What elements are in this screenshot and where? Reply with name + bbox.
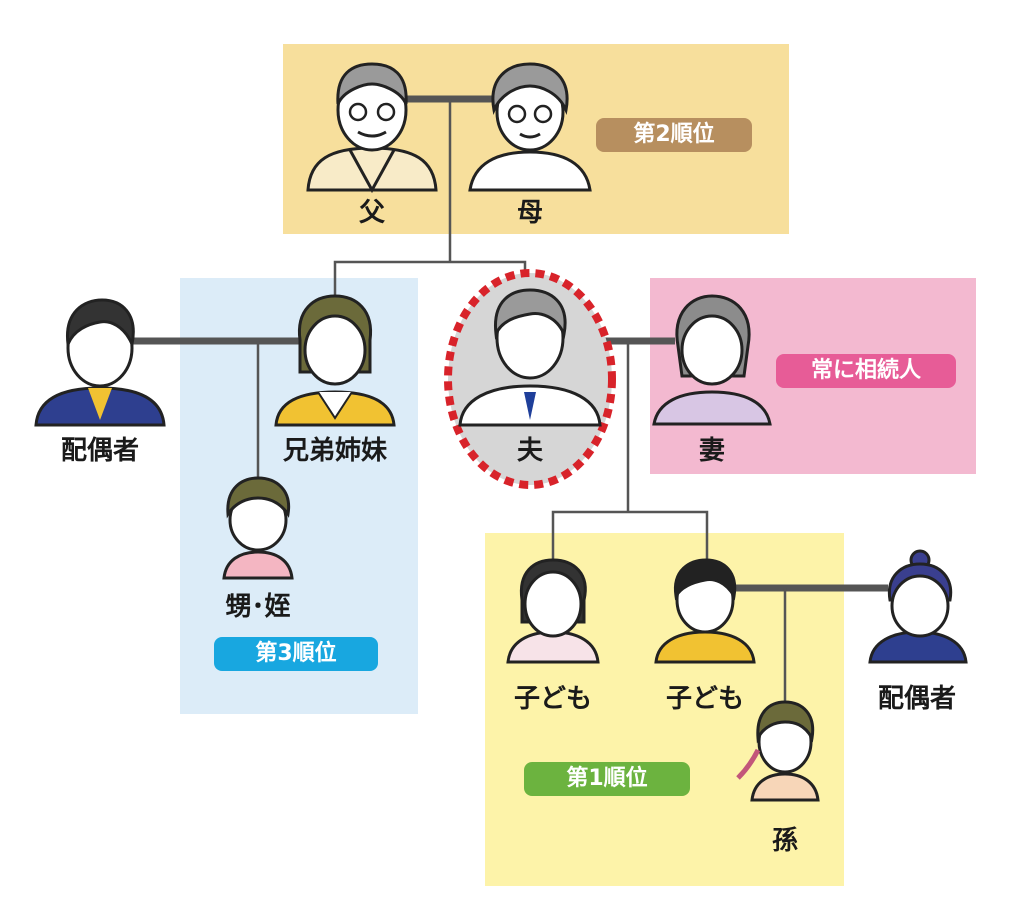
nephew-niece-icon [222,476,294,580]
family-lines [130,95,888,718]
rank2-badge: 第2順位 [596,118,752,152]
child2-icon [654,558,756,664]
wife-icon [652,294,772,426]
nephew-niece-label: 甥･姪 [225,592,291,622]
child-spouse-icon [868,549,968,664]
sibling-spouse-icon [34,298,166,427]
husband-label: 夫 [516,436,543,466]
sibling-spouse-label: 配偶者 [60,436,139,466]
siblings-label: 兄弟姉妹 [282,436,387,466]
father-label: 父 [358,198,385,228]
grandchild-icon [736,700,820,802]
rank3-badge: 第3順位 [214,637,378,671]
child1-label: 子ども [513,684,592,714]
mother-label: 母 [516,198,543,228]
child-spouse-label: 配偶者 [877,684,956,714]
siblings-icon [274,294,396,427]
spouse-badge: 常に相続人 [776,354,956,388]
wife-label: 妻 [698,436,725,466]
father-icon [306,62,438,194]
husband-icon [458,288,602,427]
rank1-badge: 第1順位 [524,762,690,796]
mother-icon [468,62,592,192]
grandchild-label: 孫 [771,826,798,856]
child1-icon [506,558,600,664]
child2-label: 子ども [665,684,744,714]
